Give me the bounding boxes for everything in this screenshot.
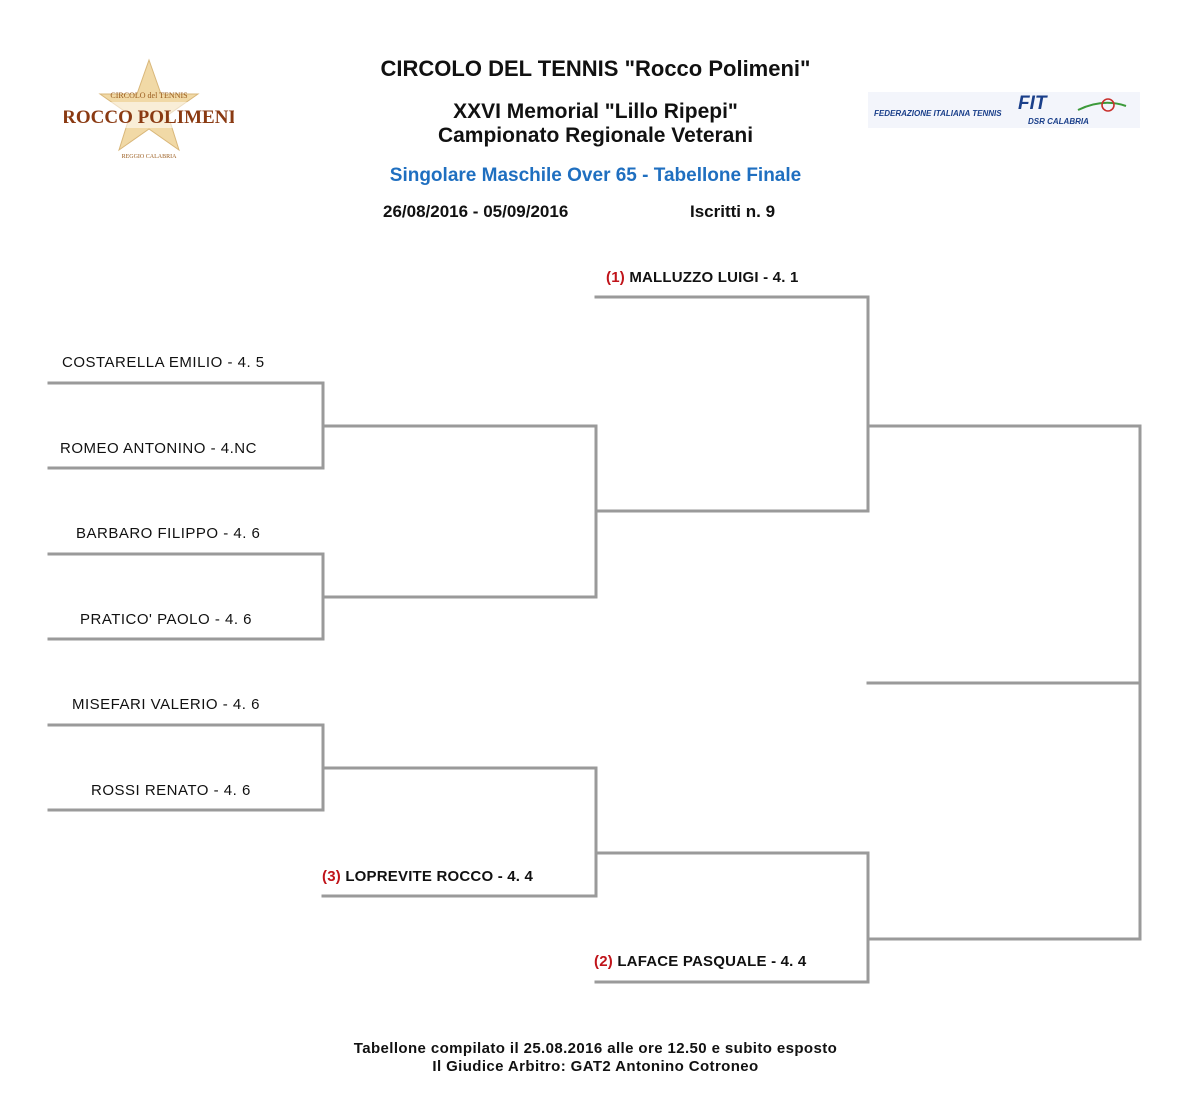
player-name: LOPREVITE ROCCO - 4. 4 — [345, 868, 534, 885]
club-logo-main-text: ROCCO POLIMENI — [64, 107, 234, 128]
seed-badge: (3) — [322, 868, 341, 885]
compiled-note: Tabellone compilato il 25.08.2016 alle o… — [353, 1040, 838, 1057]
player-loprevite: (3) LOPREVITE ROCCO - 4. 4 — [322, 868, 533, 885]
club-logo-top-text: CIRCOLO del TENNIS — [110, 91, 187, 100]
fit-logo-line2: DSR CALABRIA — [1028, 117, 1089, 126]
player-pratico: PRATICO' PAOLO - 4. 6 — [80, 611, 253, 628]
player-name: MALLUZZO LUIGI - 4. 1 — [629, 269, 799, 286]
bracket-lines — [47, 295, 1142, 984]
event-dates: 26/08/2016 - 05/09/2016 — [383, 202, 569, 221]
referee-note: Il Giudice Arbitro: GAT2 Antonino Cotron… — [432, 1058, 759, 1075]
player-romeo: ROMEO ANTONINO - 4.NC — [60, 440, 257, 457]
page-title: CIRCOLO DEL TENNIS "Rocco Polimeni" — [380, 56, 811, 81]
seed-badge: (2) — [594, 953, 613, 970]
fit-logo-brand: FIT — [1018, 93, 1048, 114]
event-title: XXVI Memorial "Lillo Ripepi" Campionato … — [0, 100, 1191, 148]
seed-badge: (1) — [606, 269, 625, 286]
player-name: LAFACE PASQUALE - 4. 4 — [617, 953, 807, 970]
club-logo-bottom-text: REGGIO CALABRIA — [122, 154, 177, 160]
player-costarella: COSTARELLA EMILIO - 4. 5 — [62, 354, 265, 371]
club-logo: CIRCOLO del TENNIS ROCCO POLIMENI REGGIO… — [64, 58, 234, 160]
footer-note: Tabellone compilato il 25.08.2016 alle o… — [0, 1040, 1191, 1076]
player-misefari: MISEFARI VALERIO - 4. 6 — [72, 696, 260, 713]
draw-subtitle: Singolare Maschile Over 65 - Tabellone F… — [389, 165, 802, 186]
fit-logo: FIT FEDERAZIONE ITALIANA TENNIS DSR CALA… — [868, 92, 1140, 128]
player-rossi: ROSSI RENATO - 4. 6 — [91, 782, 251, 799]
player-laface: (2) LAFACE PASQUALE - 4. 4 — [594, 953, 806, 970]
player-malluzzo: (1) MALLUZZO LUIGI - 4. 1 — [606, 269, 799, 286]
championship-name: Campionato Regionale Veterani — [437, 124, 754, 147]
fit-logo-line1: FEDERAZIONE ITALIANA TENNIS — [874, 109, 1002, 118]
player-barbaro: BARBARO FILIPPO - 4. 6 — [76, 525, 261, 542]
memorial-name: XXVI Memorial "Lillo Ripepi" — [453, 100, 738, 123]
entries-count: Iscritti n. 9 — [690, 202, 776, 221]
